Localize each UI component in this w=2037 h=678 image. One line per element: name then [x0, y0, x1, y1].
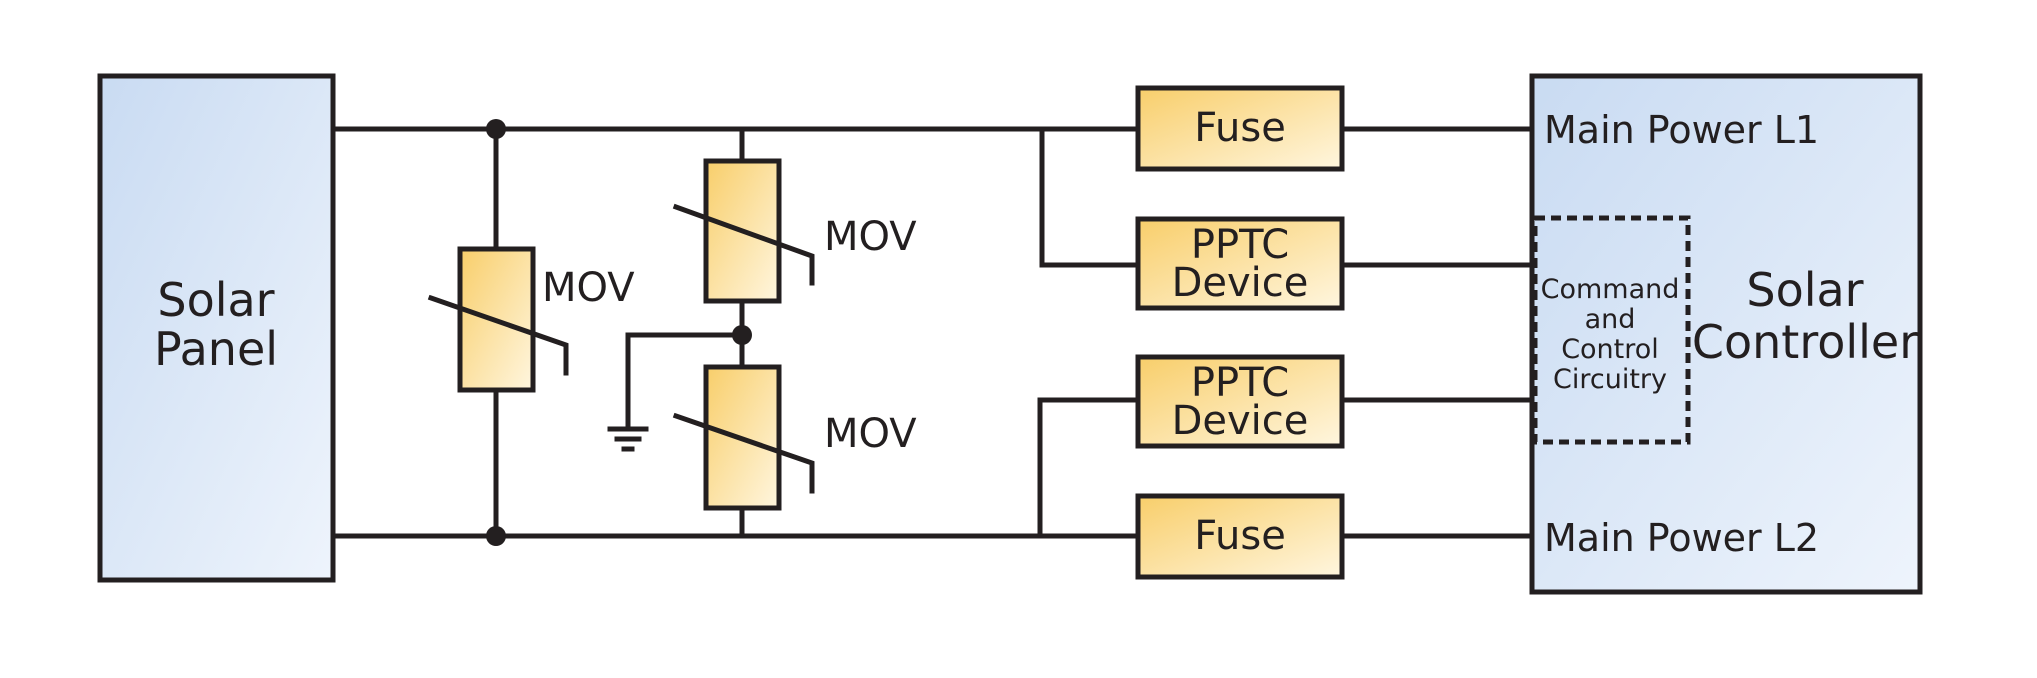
- main-power-l2-label: Main Power L2: [1544, 516, 1819, 560]
- pptc-bottom: [1135, 354, 1345, 449]
- fuse-bottom-label: Fuse: [1194, 513, 1286, 559]
- command-label-line3: Control: [1561, 334, 1659, 365]
- solar-panel-block: [97, 73, 336, 583]
- mov-left-label: MOV: [542, 265, 635, 311]
- solar-panel-label-line1: Solar: [157, 273, 274, 327]
- mov-left-varistor-symbol: [427, 294, 569, 376]
- pptc-bottom-feed-wire: [1037, 397, 1141, 539]
- solar-panel-label-line2: Panel: [154, 322, 278, 376]
- mov-left-body: [457, 246, 536, 393]
- command-control-circuitry-block: [1532, 215, 1691, 445]
- pptc-top-label-line1: PPTC: [1191, 222, 1289, 268]
- pptc-bottom-label-line1: PPTC: [1191, 360, 1289, 406]
- command-label-line4: Circuitry: [1553, 364, 1667, 395]
- pptc-top-feed-wire: [1039, 126, 1141, 268]
- main-power-l1-label: Main Power L1: [1544, 108, 1819, 152]
- mov-top-varistor-symbol: [672, 203, 815, 286]
- pptc-top-label-line2: Device: [1172, 260, 1309, 306]
- ground-wire: [625, 332, 745, 432]
- pptc-bottom-label-line2: Device: [1172, 398, 1309, 444]
- command-label-line2: and: [1585, 304, 1636, 335]
- fuse-top-label: Fuse: [1194, 105, 1286, 151]
- mov-bottom-varistor-symbol: [672, 412, 815, 494]
- solar-controller-label-line2: Controller: [1692, 315, 1918, 369]
- mov-top-label: MOV: [824, 214, 917, 260]
- solar-controller-block: [1529, 73, 1923, 595]
- mov-bottom-label: MOV: [824, 411, 917, 457]
- command-label-line1: Command: [1541, 274, 1680, 305]
- solar-controller-label-line1: Solar: [1746, 263, 1863, 317]
